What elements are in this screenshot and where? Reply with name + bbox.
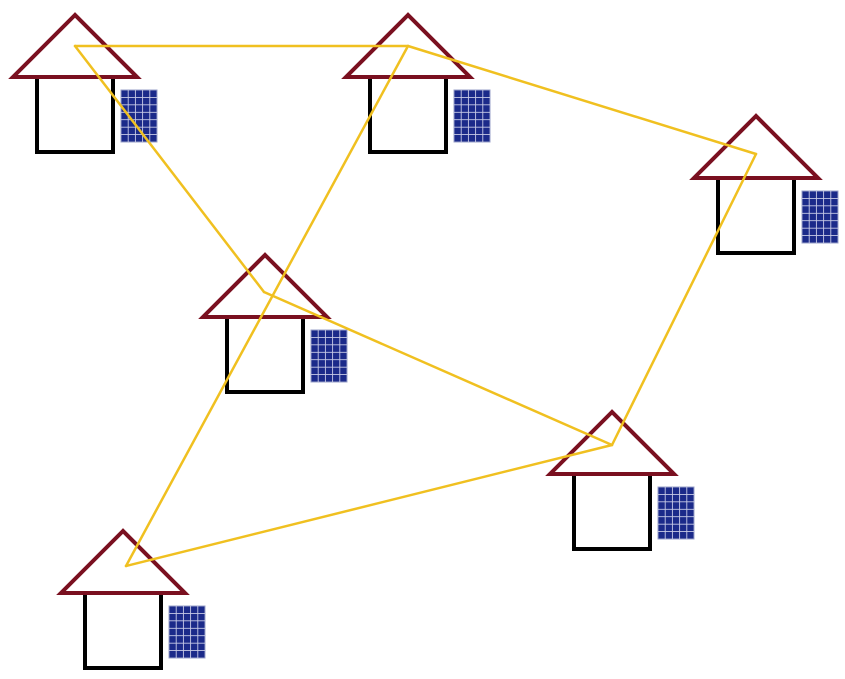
link-house-top-middle-to-house-right — [406, 44, 758, 156]
solar-panel-icon — [801, 190, 839, 244]
solar-panel-icon — [657, 486, 695, 540]
house-top-middle — [341, 12, 491, 154]
link-house-bottom-right-to-house-bottom-left — [124, 443, 614, 568]
houses-layer — [8, 12, 839, 670]
house-walls — [572, 476, 652, 551]
solar-panel-icon — [120, 89, 158, 143]
house-walls — [35, 79, 115, 154]
link-house-center-to-house-bottom-right — [262, 290, 614, 447]
roof-icon — [198, 252, 332, 319]
solar-panel-icon — [168, 605, 206, 659]
house-walls — [225, 319, 305, 394]
house-bottom-right — [545, 409, 695, 551]
house-bottom-left — [56, 528, 206, 670]
roof-icon — [545, 409, 679, 476]
link-house-top-middle-to-house-bottom-left — [124, 44, 410, 568]
roof-icon — [689, 113, 823, 180]
solar-panel-icon — [453, 89, 491, 143]
roof-icon — [56, 528, 190, 595]
link-house-right-to-house-bottom-right — [610, 152, 758, 447]
solar-panel-icon — [310, 329, 348, 383]
house-right — [689, 113, 839, 255]
link-house-top-left-to-house-center — [73, 44, 266, 294]
house-walls — [716, 180, 796, 255]
links-layer — [73, 44, 758, 568]
house-center — [198, 252, 348, 394]
house-top-left — [8, 12, 158, 154]
house-walls — [83, 595, 163, 670]
